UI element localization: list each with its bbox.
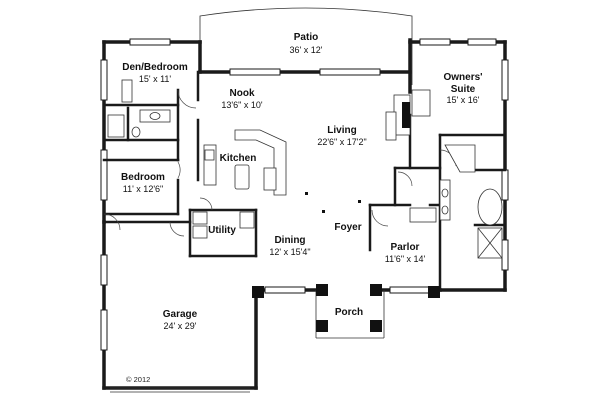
- windows: [100, 38, 509, 351]
- bedroom-name: Bedroom: [121, 172, 165, 183]
- porch-name: Porch: [335, 307, 363, 318]
- parlor-dims: 11'6" x 14': [385, 254, 426, 264]
- den-bedroom-name: Den/Bedroom: [122, 62, 188, 73]
- patio-name: Patio: [294, 32, 318, 43]
- patio-dims: 36' x 12': [290, 45, 323, 55]
- living-name: Living: [327, 125, 356, 136]
- porch: [252, 284, 440, 339]
- bedroom-dims: 11' x 12'6": [123, 184, 164, 194]
- dining-dims: 12' x 15'4": [269, 247, 310, 257]
- owners-suite-dims: 15' x 16': [447, 95, 480, 105]
- parlor-name: Parlor: [391, 242, 420, 253]
- garage-dims: 24' x 29': [164, 321, 197, 331]
- posts: [305, 192, 361, 213]
- copyright-notice: © 2012: [126, 375, 150, 384]
- dining-name: Dining: [274, 235, 305, 246]
- utility-name: Utility: [208, 225, 236, 236]
- garage-name: Garage: [163, 309, 198, 320]
- foyer-name: Foyer: [334, 222, 361, 233]
- living-dims: 22'6" x 17'2": [317, 137, 366, 147]
- owners-suite-name-line1: Owners': [443, 72, 482, 83]
- den-bedroom-dims: 15' x 11': [139, 74, 172, 84]
- patio-outline: [199, 7, 413, 85]
- nook-dims: 13'6" x 10': [221, 100, 262, 110]
- nook-name: Nook: [230, 88, 255, 99]
- owners-suite-name-line2: Suite: [451, 84, 476, 95]
- fixtures: [107, 79, 503, 393]
- kitchen-name: Kitchen: [220, 153, 257, 164]
